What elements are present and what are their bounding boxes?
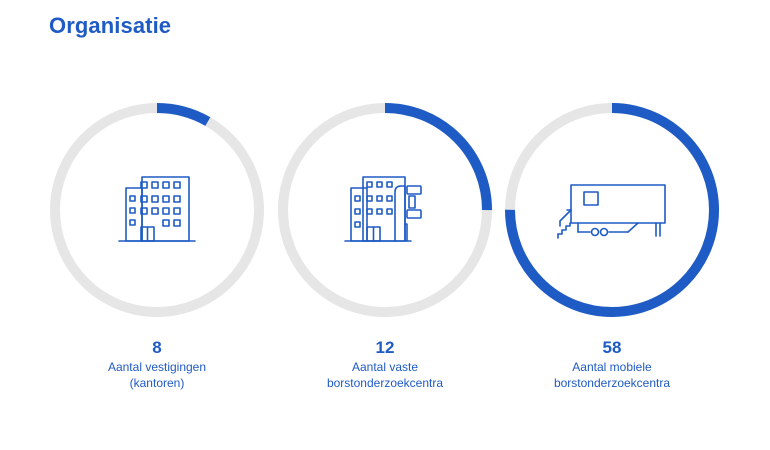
ring-progress — [505, 103, 719, 317]
stat-label-line: borstonderzoekcentra — [326, 376, 444, 390]
page-title: Organisatie — [49, 13, 172, 38]
progress-ring — [278, 103, 492, 317]
stat-mobiele-centra: 58 Aantal mobiele borstonderzoekcentra — [498, 96, 726, 396]
stat-label: Aantal mobiele borstonderzoekcentra — [498, 359, 726, 391]
building-with-mammography-machine-icon — [344, 176, 422, 242]
stat-label-line: borstonderzoekcentra — [553, 376, 671, 390]
office-building-icon — [118, 176, 196, 242]
stat-value: 8 — [152, 338, 162, 357]
stat-vaste-centra: 12 Aantal vaste borstonderzoekcentra — [271, 96, 499, 396]
stat-label: Aantal vaste borstonderzoekcentra — [271, 359, 499, 391]
progress-ring — [50, 103, 264, 317]
stat-label-line: Aantal vestigingen — [107, 360, 207, 374]
stat-label-line: Aantal mobiele — [572, 360, 652, 374]
stat-label-line: (kantoren) — [129, 376, 185, 390]
stat-vestigingen: 8 Aantal vestigingen (kantoren) — [43, 96, 271, 396]
stat-value: 58 — [602, 338, 622, 357]
ring-progress — [50, 103, 264, 317]
stat-value: 12 — [375, 338, 395, 357]
progress-ring — [505, 103, 719, 317]
mobile-trailer-icon — [557, 184, 666, 239]
ring-progress — [278, 103, 492, 317]
stat-label: Aantal vestigingen (kantoren) — [43, 359, 271, 391]
stat-label-line: Aantal vaste — [351, 360, 419, 374]
